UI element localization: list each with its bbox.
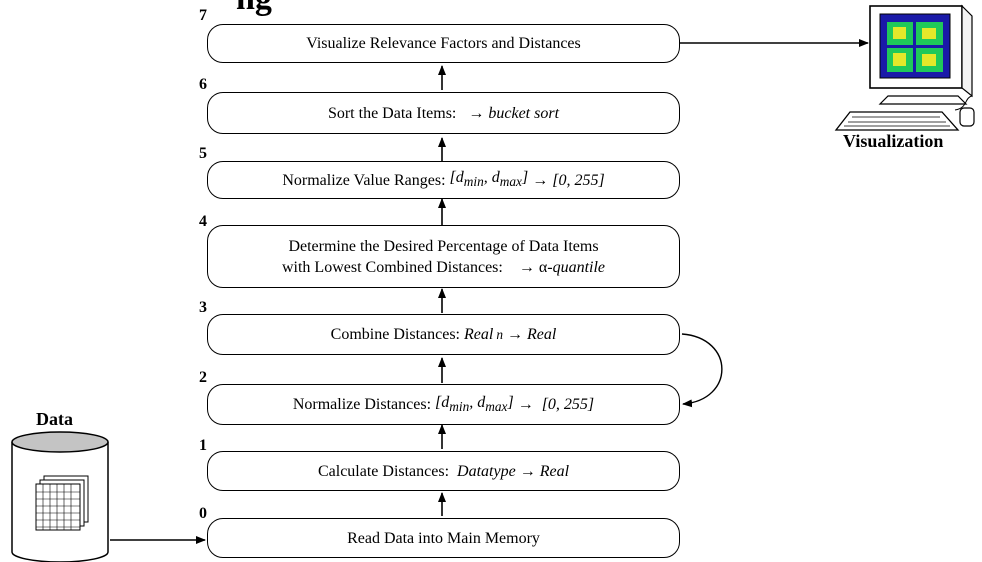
- arrow-glyph-1: →: [519, 462, 536, 480]
- arrow-glyph-4: →: [518, 258, 535, 276]
- step-formula-5: [dmin, dmax]: [449, 169, 529, 190]
- arrow-step3-to-step2: [681, 333, 723, 408]
- step-number-5: 5: [199, 145, 207, 162]
- step-text-6: Sort the Data Items:: [327, 104, 457, 122]
- step-box-0: Read Data into Main Memory: [207, 518, 680, 558]
- alpha-symbol: α: [538, 258, 548, 276]
- computer-icon: [834, 4, 975, 131]
- visualization-label: Visualization: [843, 131, 944, 151]
- step-text-2: Normalize Distances:: [292, 396, 432, 413]
- step-range-5: [0, 255]: [552, 171, 605, 189]
- step-box-2: Normalize Distances: [dmin, dmax] → [0, …: [207, 384, 680, 425]
- step-number-4: 4: [199, 213, 207, 230]
- step-box-5: Normalize Value Ranges: [dmin, dmax] → […: [207, 161, 680, 199]
- step-formula-1-left: Datatype: [457, 462, 516, 480]
- step-number-7: 7: [199, 7, 207, 24]
- step-text-4-line2: with Lowest Combined Distances:: [281, 258, 503, 276]
- step-number-2: 2: [199, 369, 207, 386]
- step-text-5: Normalize Value Ranges:: [282, 171, 446, 189]
- step-text-4-line1: Determine the Desired Percentage of Data…: [288, 237, 599, 255]
- database-icon: [11, 431, 109, 562]
- step-number-6: 6: [199, 76, 207, 93]
- step-number-0: 0: [199, 505, 207, 522]
- step-text-3: Combine Distances:: [330, 326, 460, 343]
- step-text-7: Visualize Relevance Factors and Distance…: [306, 35, 581, 52]
- step-range-2: [0, 255]: [541, 396, 595, 413]
- step-formula-3-right: Real: [526, 326, 557, 343]
- step-text-0: Read Data into Main Memory: [347, 529, 540, 547]
- data-label: Data: [36, 409, 73, 429]
- step-number-1: 1: [199, 437, 207, 454]
- step-formula-3-sup: n: [496, 327, 503, 342]
- data-sheets-icon: [35, 475, 89, 531]
- step-text-4-line2-wrap: with Lowest Combined Distances: → α-quan…: [282, 257, 605, 278]
- arrow-glyph-2: →: [517, 396, 534, 413]
- step-box-6: Sort the Data Items: → bucket sort: [207, 92, 680, 134]
- step-formula-2: [dmin, dmax]: [435, 393, 514, 415]
- step-box-1: Calculate Distances: Datatype → Real: [207, 451, 680, 491]
- arrow-glyph-3: →: [506, 326, 523, 343]
- step-box-7: Visualize Relevance Factors and Distance…: [207, 24, 680, 63]
- step-formula-1-right: Real: [539, 462, 570, 480]
- step-formula-6: bucket sort: [488, 104, 560, 122]
- step-formula-4: -quantile: [547, 258, 605, 276]
- arrow-glyph-6: →: [468, 104, 485, 122]
- step-number-3: 3: [199, 299, 207, 316]
- title-fragment: ng: [236, 0, 272, 18]
- step-text-1: Calculate Distances:: [317, 462, 450, 480]
- step-box-4: Determine the Desired Percentage of Data…: [207, 225, 680, 288]
- step-formula-3-left: Real: [463, 326, 494, 343]
- arrow-glyph-5: →: [532, 171, 549, 189]
